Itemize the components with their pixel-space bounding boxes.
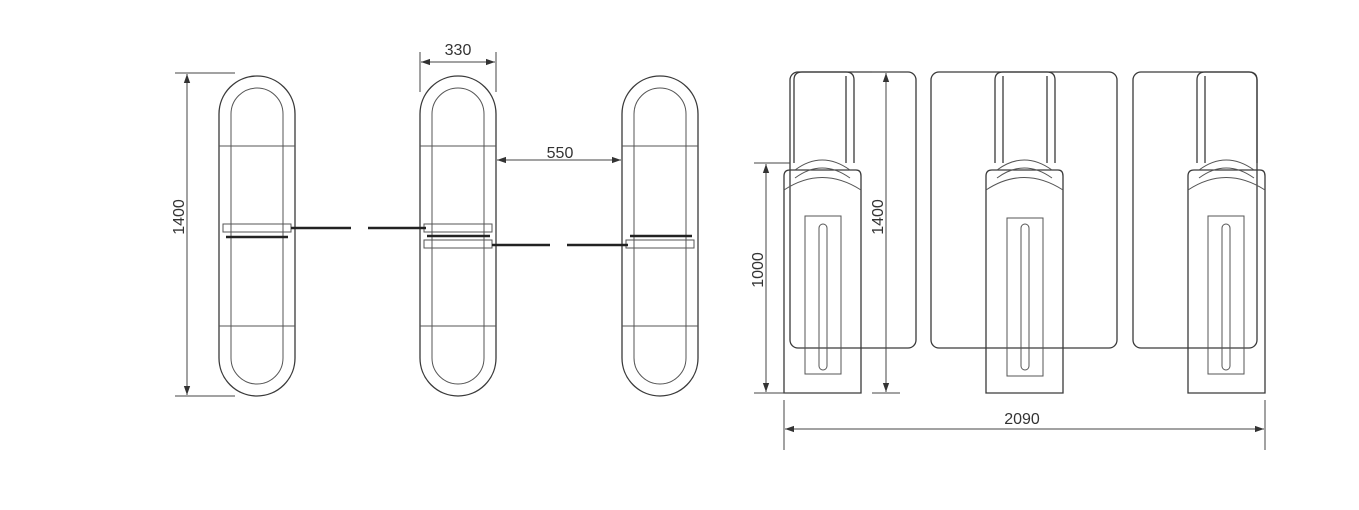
front-view-cabinet-center [985,71,1064,394]
front-view-cabinet-right [1187,71,1266,394]
dimension-top-height-label: 1400 [171,199,188,235]
dimension-passage-width-label: 550 [547,145,574,162]
wing-panel-1 [789,71,917,349]
dimension-front-height: 1400 [870,71,900,394]
dimension-cabinet-width-label: 330 [445,42,472,59]
top-view-cabinet-center [419,75,497,397]
dimension-front-height-label: 1400 [870,199,887,235]
dimension-cabinet-width: 330 [419,42,497,92]
dimension-total-width-label: 2090 [1004,411,1040,428]
dimension-total-width: 2090 [783,400,1266,450]
dimension-passage-width: 550 [497,145,621,164]
top-view: 1400 330 550 [171,42,699,397]
front-view: 1000 1400 2090 [750,71,1266,450]
dimension-top-height: 1400 [171,72,235,397]
dimension-body-height-label: 1000 [750,252,767,288]
dimension-body-height: 1000 [750,162,790,394]
wing-panel-3 [1132,71,1258,349]
front-view-cabinet-left [783,71,862,394]
top-view-cabinet-right [621,75,699,397]
wing-panel-2 [930,71,1118,349]
top-view-cabinet-left [218,75,296,397]
